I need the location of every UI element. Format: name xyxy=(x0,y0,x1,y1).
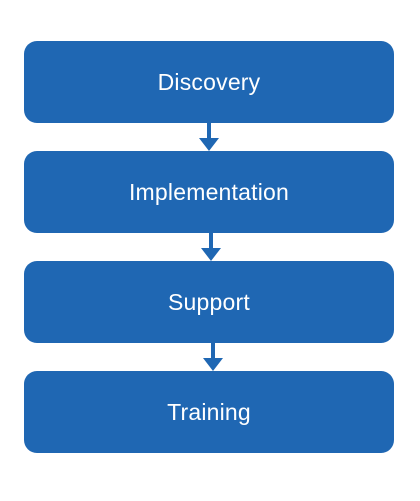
down-arrow-icon xyxy=(203,342,223,371)
step-discovery: Discovery xyxy=(24,41,394,123)
step-label: Discovery xyxy=(157,68,261,95)
step-label: Implementation xyxy=(128,178,290,205)
down-arrow-icon xyxy=(201,232,221,261)
step-implementation: Implementation xyxy=(24,151,394,233)
step-label: Support xyxy=(168,288,250,315)
step-training: Training xyxy=(24,371,394,453)
down-arrow-icon xyxy=(199,122,219,151)
step-label: Training xyxy=(167,398,251,425)
step-support: Support xyxy=(24,261,394,343)
